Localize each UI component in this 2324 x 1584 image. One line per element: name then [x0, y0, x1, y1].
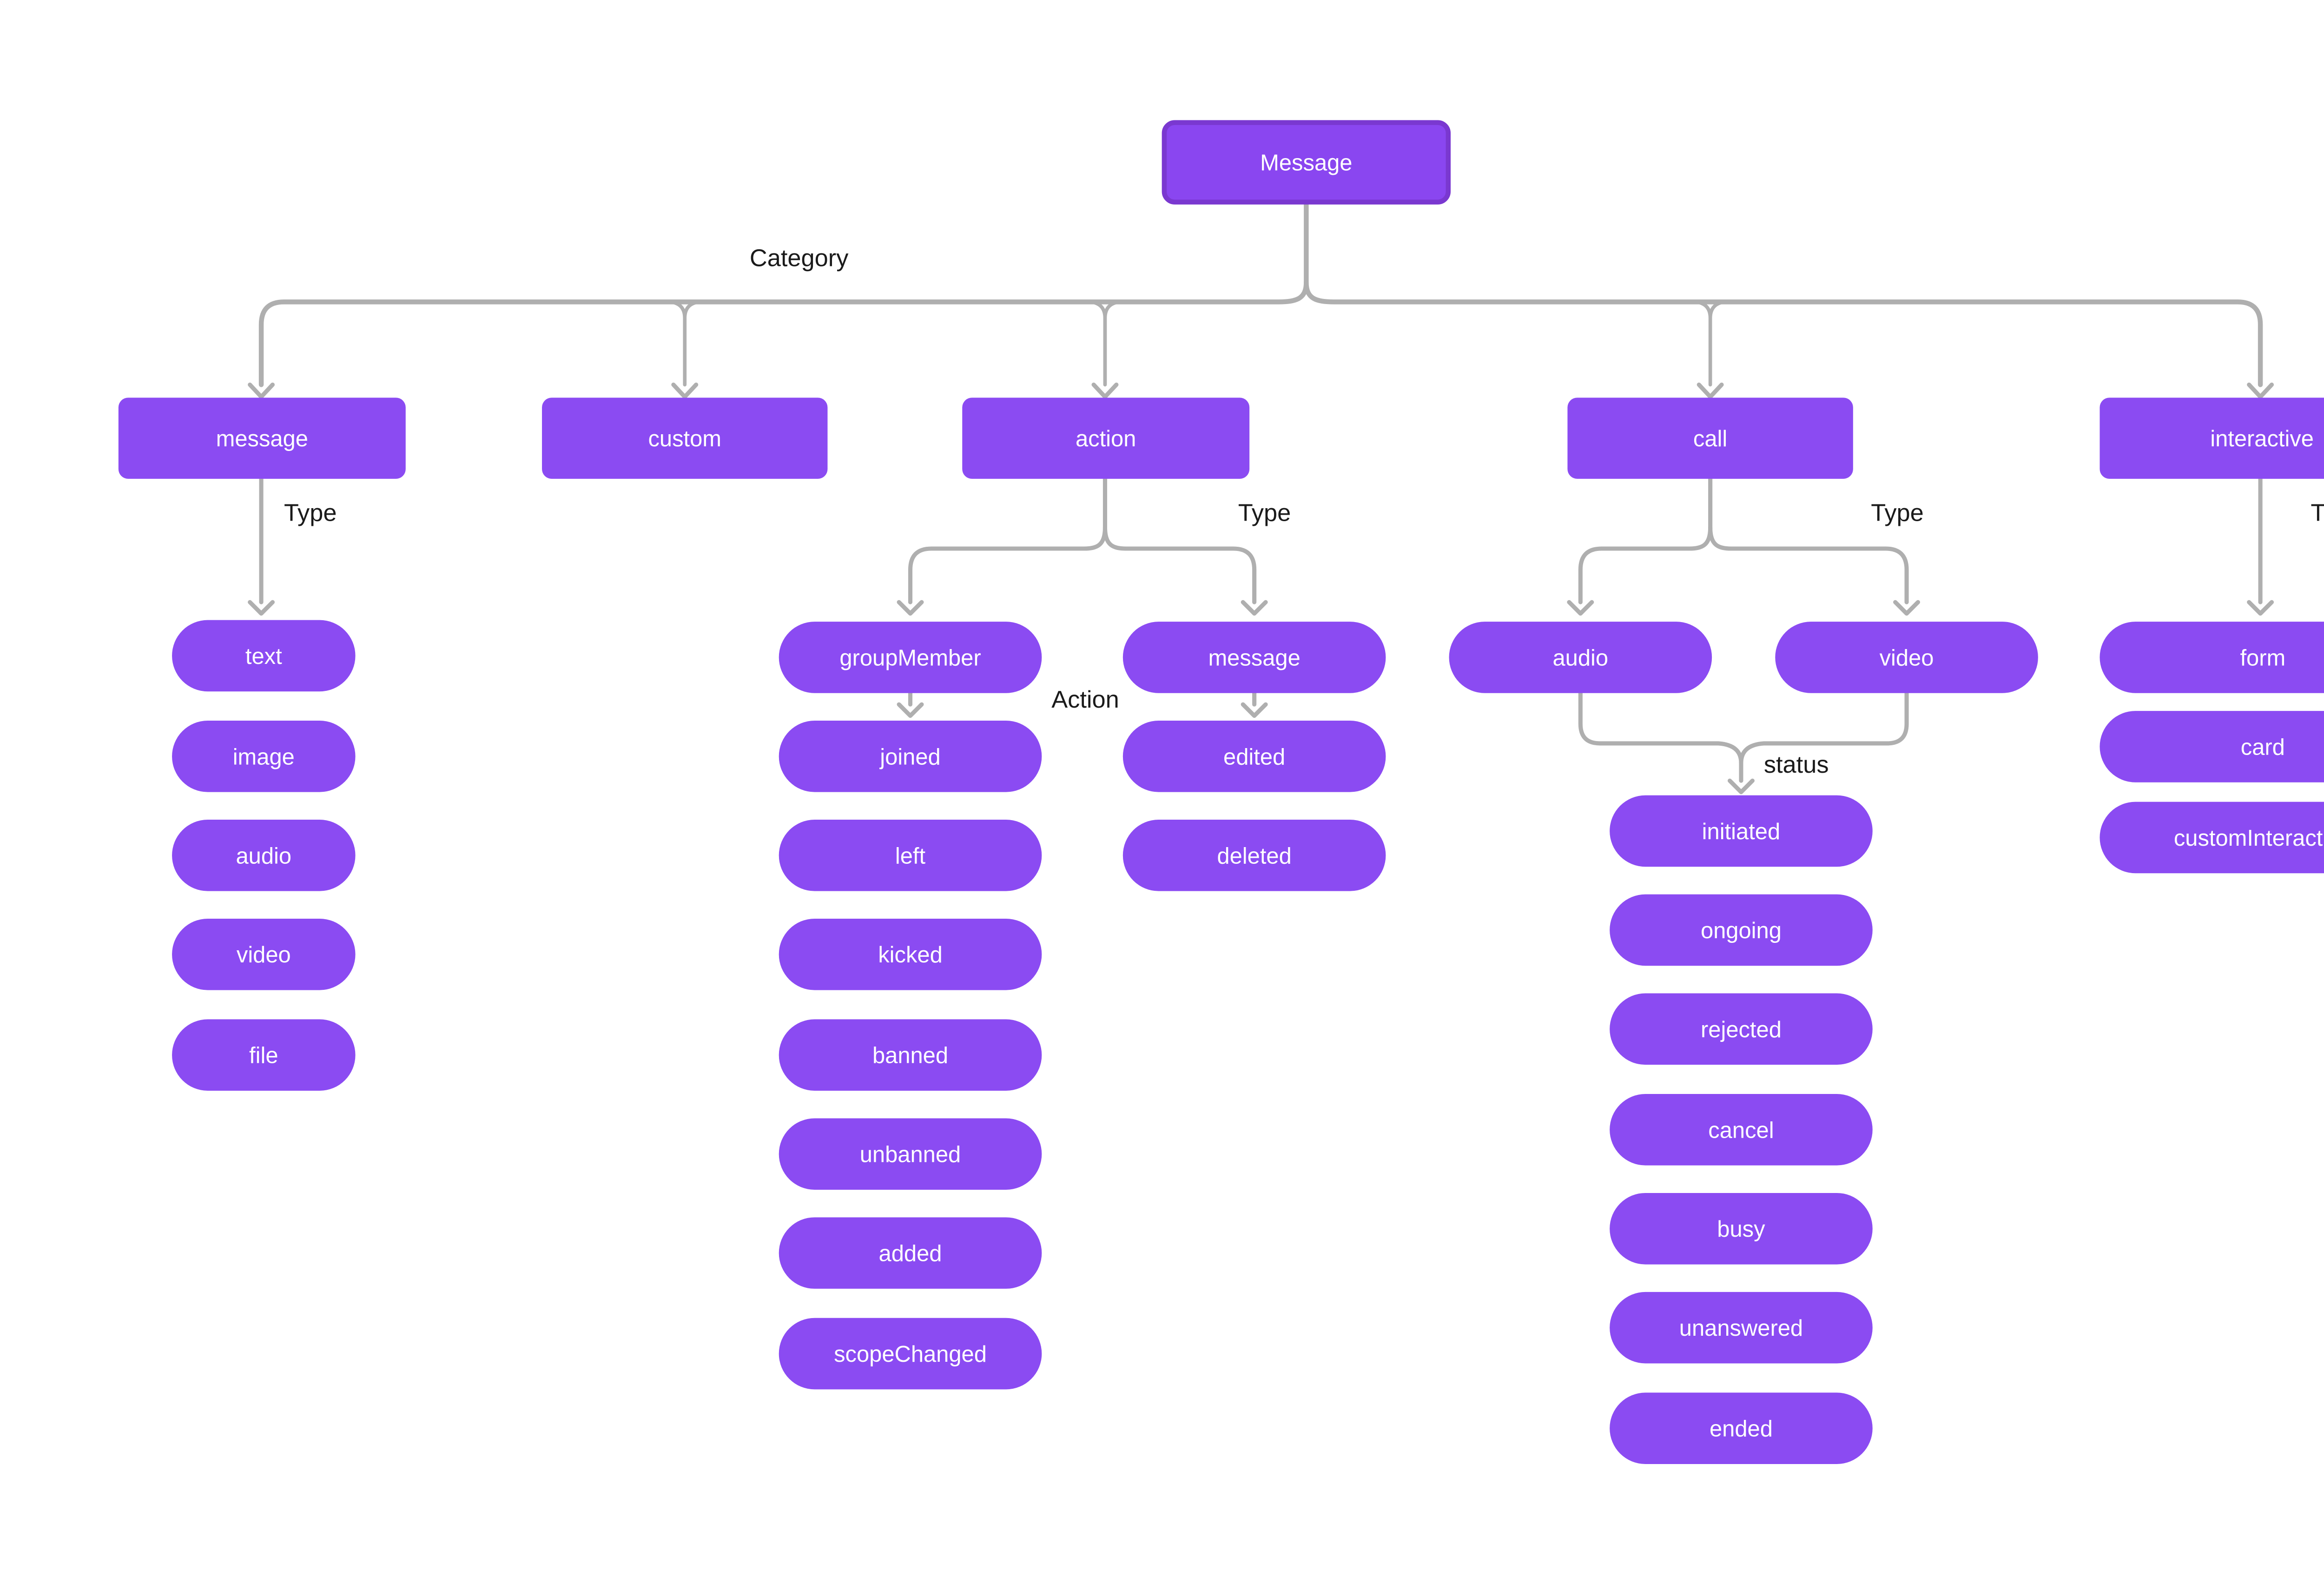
- node-category-custom: custom: [542, 398, 828, 479]
- node-category-action: action: [962, 398, 1250, 479]
- call-type-split: [1567, 477, 1921, 616]
- node-interactive-custom: customInteractive: [2100, 802, 2324, 874]
- node-action-left: left: [779, 820, 1042, 891]
- node-action-kicked: kicked: [779, 918, 1042, 990]
- node-type-file: file: [172, 1019, 356, 1091]
- node-interactive-form: form: [2100, 622, 2324, 693]
- node-action-unbanned: unbanned: [779, 1118, 1042, 1190]
- call-status-merge: [1578, 691, 1909, 795]
- node-type-text: text: [172, 620, 356, 692]
- node-status-busy: busy: [1610, 1193, 1873, 1265]
- node-action-added: added: [779, 1217, 1042, 1289]
- node-category-message: message: [118, 398, 406, 479]
- node-action-deleted: deleted: [1122, 820, 1386, 891]
- node-call-video: video: [1775, 622, 2038, 693]
- label-type-action: Type: [1238, 500, 1291, 528]
- node-status-cancel: cancel: [1610, 1094, 1873, 1166]
- label-status: status: [1763, 751, 1829, 779]
- node-action-message: message: [1122, 622, 1386, 693]
- node-action-scope-changed: scopeChanged: [779, 1318, 1042, 1390]
- node-status-unanswered: unanswered: [1610, 1292, 1873, 1364]
- node-group-member: groupMember: [779, 622, 1042, 693]
- interactive-type-arrow: [2247, 477, 2274, 616]
- action-type-split: [897, 477, 1268, 616]
- node-interactive-card: card: [2100, 711, 2324, 782]
- node-category-interactive: interactive: [2100, 398, 2324, 479]
- node-type-video: video: [172, 918, 356, 990]
- node-type-image: image: [172, 721, 356, 792]
- message-type-arrow: [248, 477, 275, 616]
- node-status-initiated: initiated: [1610, 795, 1873, 867]
- label-category: Category: [749, 245, 849, 273]
- node-type-audio: audio: [172, 820, 356, 891]
- root-middle-drops: [668, 300, 1727, 387]
- label-type-message: Type: [284, 500, 337, 528]
- node-status-rejected: rejected: [1610, 993, 1873, 1065]
- node-category-call: call: [1567, 398, 1853, 479]
- short-arrows: [897, 691, 1268, 718]
- category-arrowheads: [248, 382, 2274, 399]
- label-type-interactive: Type: [2311, 500, 2324, 528]
- label-action: Action: [1051, 686, 1119, 715]
- node-action-edited: edited: [1122, 721, 1386, 792]
- node-status-ongoing: ongoing: [1610, 894, 1873, 966]
- node-action-banned: banned: [779, 1019, 1042, 1091]
- root-branches: [258, 202, 2263, 387]
- node-status-ended: ended: [1610, 1392, 1873, 1464]
- node-call-audio: audio: [1449, 622, 1712, 693]
- node-action-joined: joined: [779, 721, 1042, 792]
- label-type-call: Type: [1871, 500, 1924, 528]
- node-root-message: Message: [1162, 120, 1451, 205]
